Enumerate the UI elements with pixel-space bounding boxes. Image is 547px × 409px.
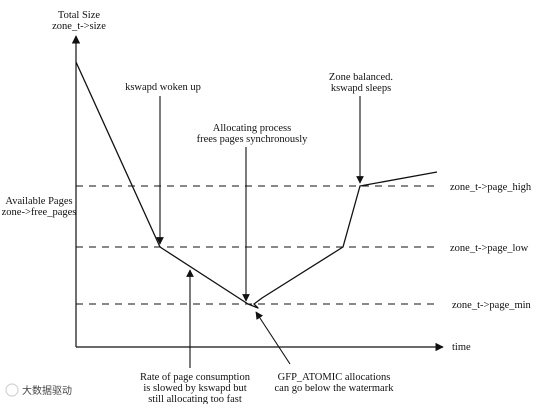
- page-high-label: zone_t->page_high: [450, 182, 532, 193]
- rate-label-line1: Rate of page consumption: [140, 372, 251, 383]
- gfp-atomic-arrow: [255, 311, 291, 365]
- available-pages-label-line1: Available Pages: [5, 196, 72, 207]
- watermark-logo-text: 大数据驱动: [22, 384, 72, 397]
- page-low-label: zone_t->page_low: [450, 243, 529, 254]
- x-axis-title: time: [452, 342, 471, 353]
- kswapd-woken-label: kswapd woken up: [125, 82, 201, 93]
- y-axis-title-line2: zone_t->size: [52, 21, 106, 32]
- available-pages-label-line2: zone->free_pages: [2, 207, 77, 218]
- watermark-logo: 大数据驱动: [5, 383, 72, 397]
- free-pages-curve: [75, 61, 438, 309]
- y-axis-title-line1: Total Size: [58, 10, 100, 21]
- allocating-label-line2: frees pages synchronously: [197, 134, 309, 145]
- watermark-logo-icon: [5, 383, 19, 397]
- rate-label-line2: is slowed by kswapd but: [143, 383, 246, 394]
- allocating-label-line1: Allocating process: [213, 123, 291, 134]
- zone-balanced-label-line2: kswapd sleeps: [331, 83, 391, 94]
- gfp-atomic-label-line1: GFP_ATOMIC allocations: [278, 372, 391, 383]
- zone-balanced-label-line1: Zone balanced.: [329, 72, 393, 83]
- gfp-atomic-label-line2: can go below the watermark: [275, 383, 395, 394]
- page-min-label: zone_t->page_min: [452, 300, 532, 311]
- rate-label-line3: still allocating too fast: [148, 394, 242, 404]
